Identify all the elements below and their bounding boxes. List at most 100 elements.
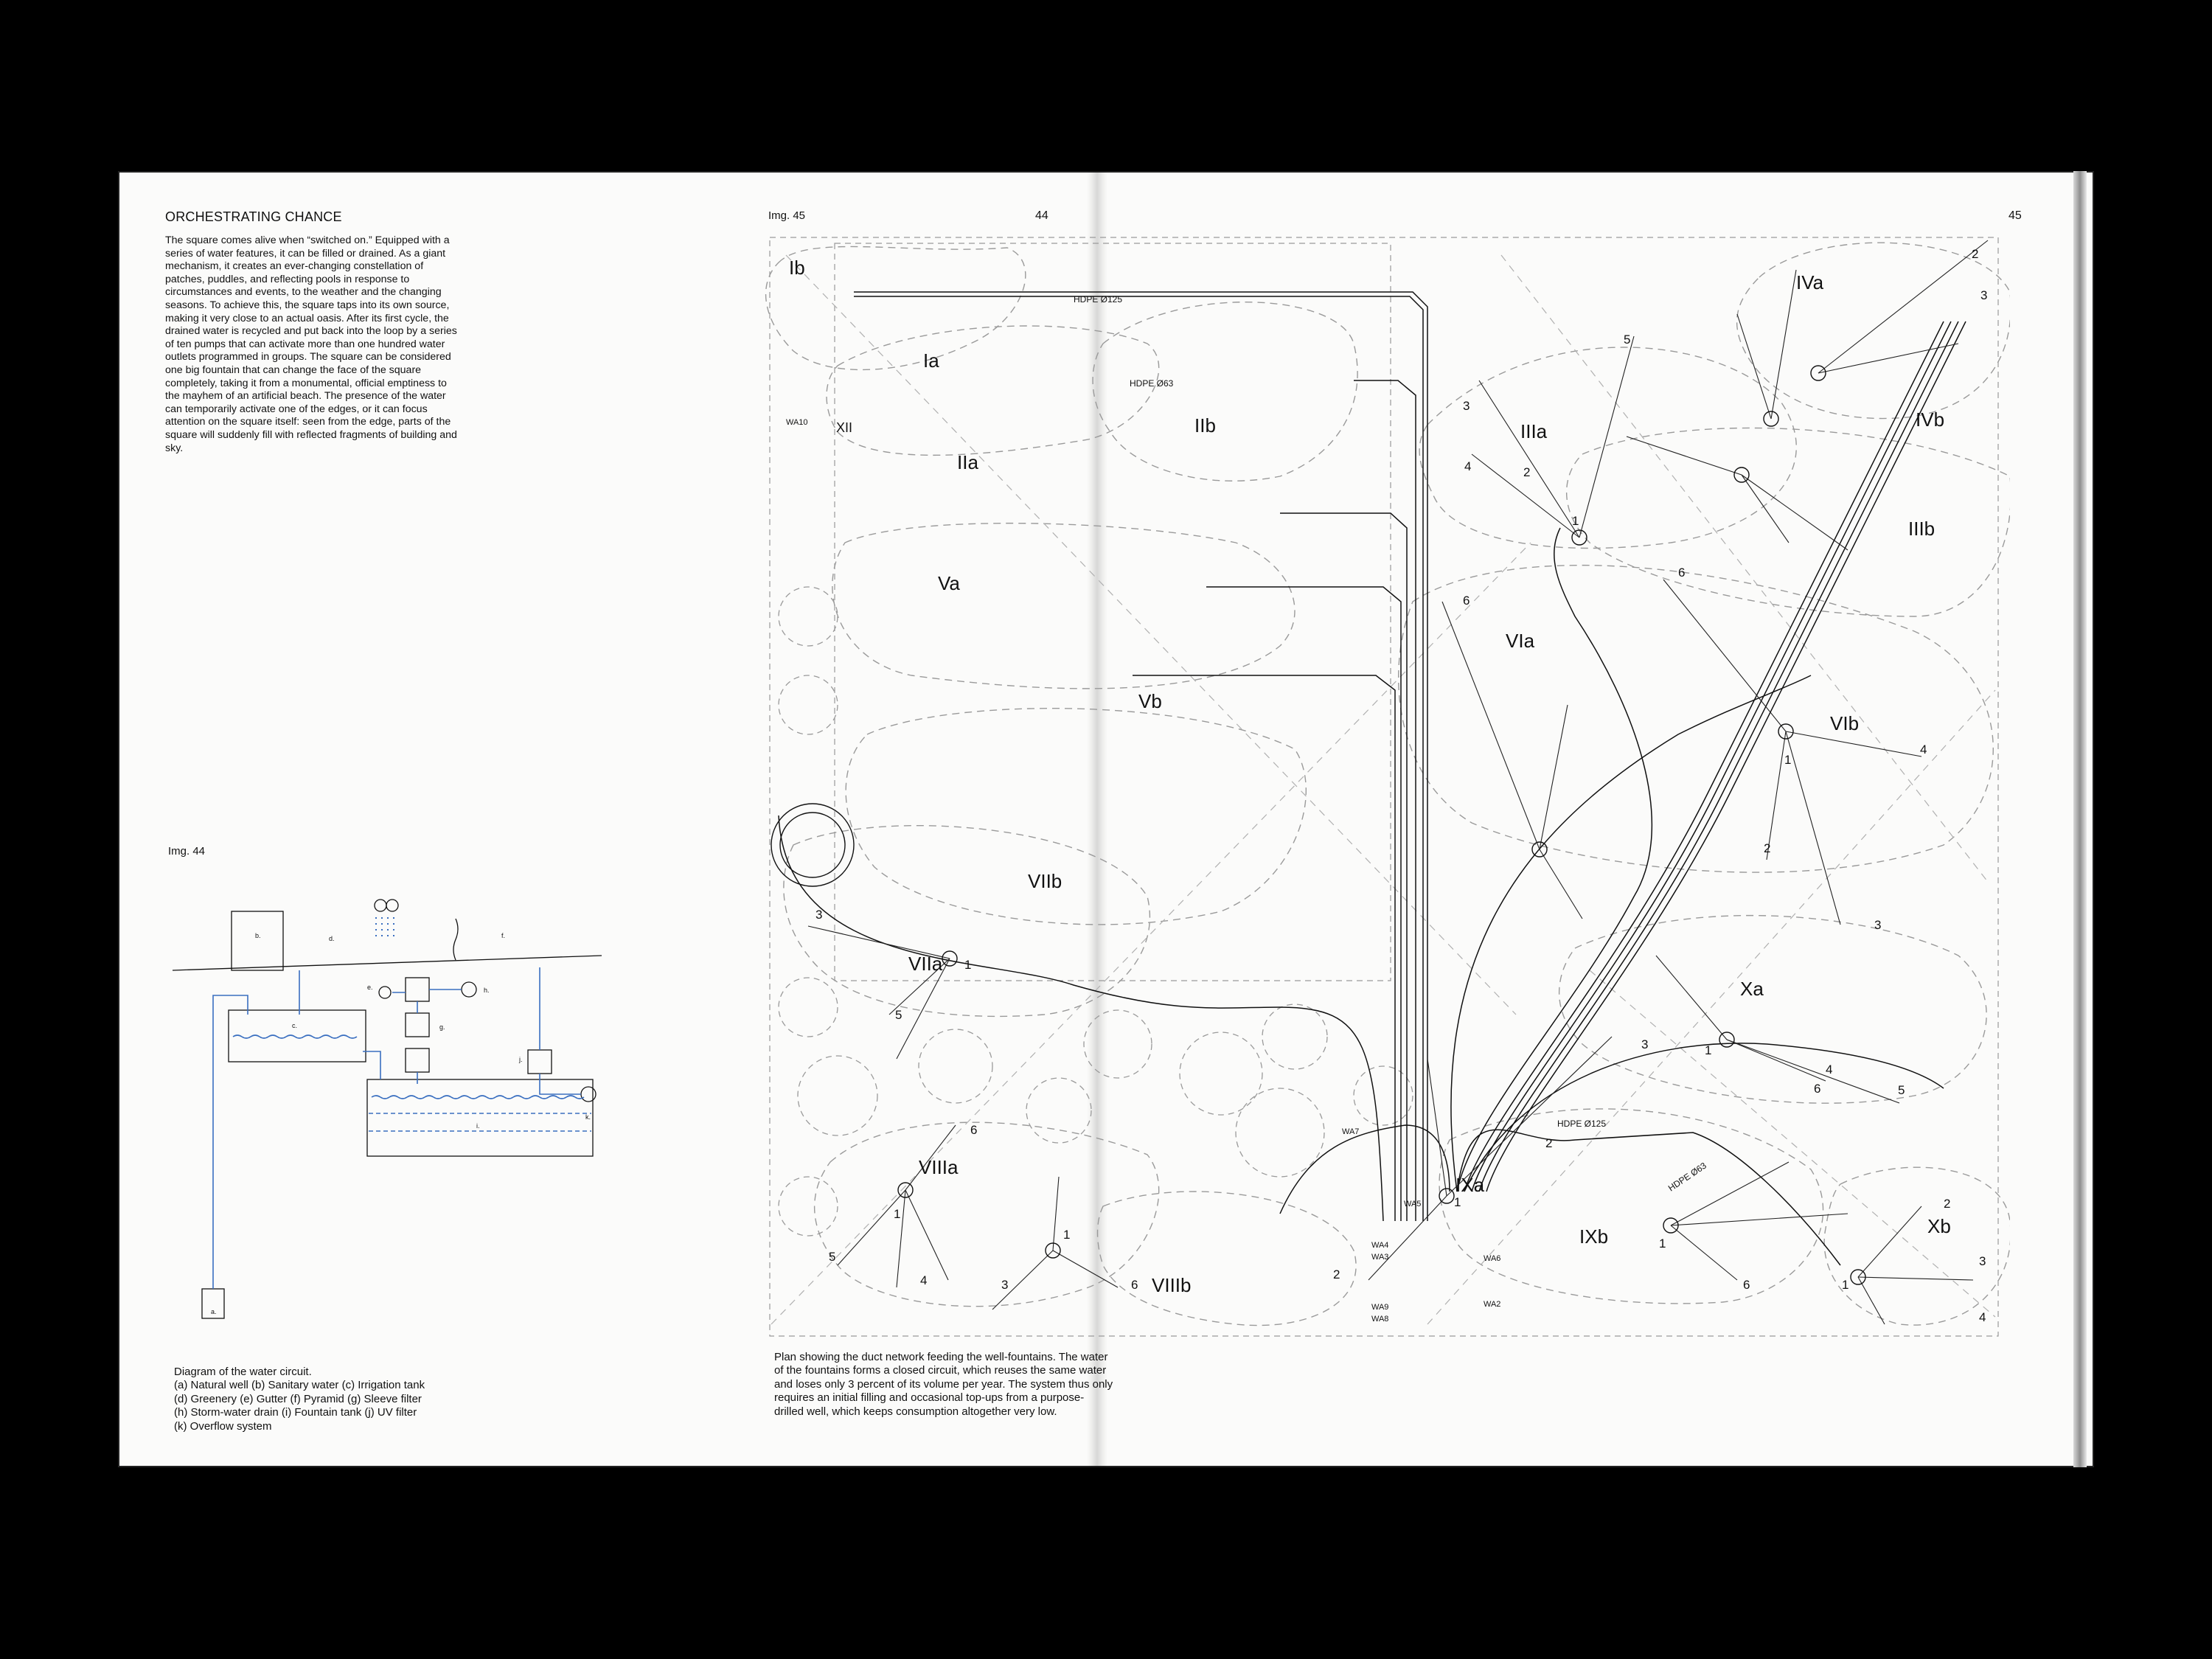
duct-bundle [778,291,1966,1266]
outlet-label: WA8 [1371,1315,1388,1324]
img45-label: Img. 45 [768,209,806,222]
label-f: f. [501,932,505,939]
zone-label: IXa [1455,1174,1485,1196]
nozzle-number: 3 [815,908,822,922]
zone-label: VIIa [908,953,943,975]
nozzle-number: 6 [970,1123,977,1137]
zone-label: VIIb [1028,870,1062,892]
nozzle-number: 6 [1814,1082,1820,1096]
section-heading: ORCHESTRATING CHANCE [165,209,342,224]
page-number-left: 44 [1035,209,1048,222]
nozzle-number: 1 [964,958,971,972]
label-d: d. [329,935,335,942]
storm-drain-circle [461,981,477,998]
outlet-label: WA3 [1371,1253,1388,1262]
label-b: b. [255,932,261,939]
nozzle-number: 1 [1705,1043,1711,1057]
zone-outlines [765,242,2010,1326]
nozzle-number: 1 [1784,753,1791,767]
outlet-label: WA9 [1371,1303,1388,1312]
nozzle-number: 6 [1463,594,1470,608]
nozzle-number: 5 [895,1008,902,1022]
label-j: j. [518,1056,523,1063]
outlet-label: WA6 [1484,1254,1500,1263]
sanitary-water-box [231,911,284,971]
filter-box [405,1048,430,1073]
label-h: h. [484,987,490,994]
pipe-label: HDPE Ø63 [1130,378,1174,389]
nozzle-number: 2 [1764,841,1770,855]
nozzle-number: 3 [1980,288,1987,302]
nozzle-number: 1 [1572,514,1579,528]
page-edge [2073,171,2087,1467]
pipe-label: HDPE Ø125 [1074,294,1122,305]
tank-link-pipe [363,1051,381,1079]
img44-label: Img. 44 [168,845,206,858]
zone-label: Vb [1138,690,1162,712]
nozzle-number: 2 [1972,247,1978,261]
pyramid-cloud-icon [386,899,399,912]
nozzle-number: 1 [1842,1278,1848,1292]
nozzle-number: 4 [1464,459,1471,473]
irrigation-tank [228,1009,366,1062]
zone-label: Ia [923,349,939,372]
outlet-label: WA2 [1484,1300,1500,1309]
zone-label: XII [836,420,852,435]
circuit-caption: Diagram of the water circuit. (a) Natura… [174,1366,521,1433]
greenery-wave-icon [453,918,459,961]
irrigation-water-line [232,1034,358,1039]
pipe-label: HDPE Ø125 [1557,1119,1606,1129]
nozzle-number: 2 [1333,1267,1340,1281]
uv-filter-box [527,1049,552,1074]
zone-label: VIIIb [1152,1274,1191,1296]
outlet-label: WA7 [1342,1127,1359,1136]
caption-line: (a) Natural well (b) Sanitary water (c) … [174,1379,425,1392]
nozzle-number: 3 [1641,1037,1648,1051]
label-k: k. [585,1113,591,1121]
outlet-label: WA10 [786,418,808,427]
nozzle-number: 2 [1944,1197,1950,1211]
label-g: g. [439,1023,445,1031]
sleeve-filter-box [405,1012,430,1037]
body-text: The square comes alive when “switched on… [165,234,457,454]
zone-label: IVa [1796,271,1824,293]
zone-label: VIb [1830,712,1859,734]
nozzle-number: 5 [1898,1083,1905,1097]
nozzle-number: 5 [1624,333,1630,347]
nozzle-number: 1 [1659,1237,1666,1251]
plan-inner-border [834,243,1391,981]
caption-line: (k) Overflow system [174,1419,272,1433]
nozzle-number: 4 [1979,1310,1986,1324]
nozzle-number: 4 [1826,1062,1832,1077]
nozzle-branches [807,240,1989,1325]
planter-circles [778,586,1413,1237]
label-a: a. [211,1308,217,1315]
label-e: e. [367,984,373,991]
fountain-water-line [371,1095,585,1099]
plan-caption: Plan showing the duct network feeding th… [774,1351,1113,1418]
nozzle-number: 1 [1063,1228,1070,1242]
nozzle-number: 4 [920,1273,927,1287]
pump-station-circle [771,803,855,887]
label-c: c. [292,1022,297,1029]
caption-line: Diagram of the water circuit. [174,1366,312,1378]
water-circuit-diagram: a. b. c. d. e. f. g. h. i. j. k. [172,899,602,1319]
ground-line [172,955,602,971]
nozzle-number: 5 [829,1250,835,1264]
nozzle-number: 3 [1979,1254,1986,1268]
zone-label: IIa [957,451,978,473]
zone-label: Xb [1927,1215,1951,1237]
nozzle-number: 2 [1523,465,1530,479]
nozzle-number: 6 [1678,566,1685,580]
pyramid-cloud-icon [374,899,387,912]
duct-network-plan: HDPE Ø125 HDPE Ø63 HDPE Ø125 HDPE Ø63 WA… [765,237,2010,1337]
zone-label: IIIa [1520,420,1548,442]
well-pipe [212,995,248,1289]
gutter-circle [378,986,392,999]
nozzle-number: 2 [1545,1136,1552,1150]
plan-border [769,237,1999,1337]
zone-label: IXb [1579,1225,1608,1248]
label-i: i. [476,1122,480,1130]
pump-station-inner [779,812,846,878]
nozzle-number: 6 [1743,1278,1750,1292]
